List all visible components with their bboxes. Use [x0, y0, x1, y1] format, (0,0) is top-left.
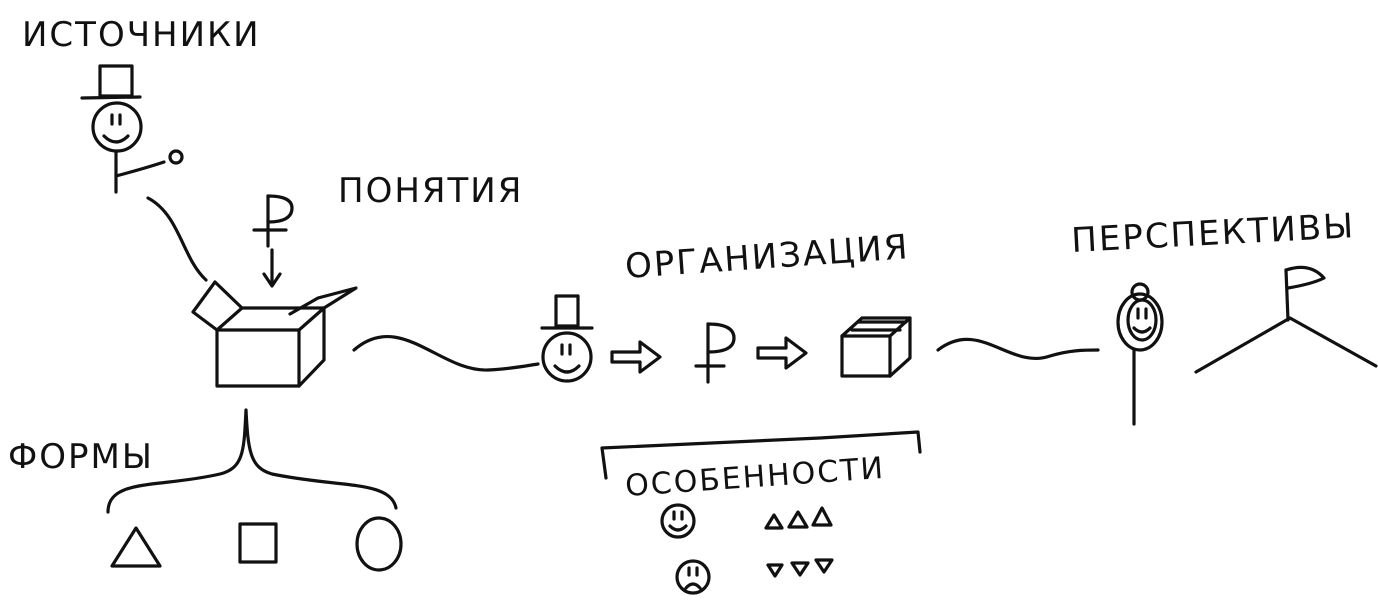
label-perspectives: ПЕРСПЕКТИВЫ [1070, 206, 1356, 261]
closed-box-icon [840, 316, 912, 378]
organization-chain [540, 294, 912, 384]
up-triangle-icon [764, 513, 784, 530]
square-icon [238, 522, 278, 564]
ruble-icon [694, 322, 736, 384]
small-person-hat-icon [540, 294, 594, 383]
label-organization: ОРГАНИЗАЦИЯ [624, 227, 911, 287]
down-triangle-icon [790, 561, 810, 577]
label-concepts: ПОНЯТИЯ [338, 171, 523, 211]
person-top-hat-icon [80, 64, 184, 194]
features-bracket [600, 430, 922, 480]
features-positive-row [660, 503, 833, 539]
arrow-icon [756, 336, 808, 370]
features-negative-row [675, 558, 834, 595]
label-features: ОСОБЕННОСТИ [624, 451, 886, 504]
mountain-flag-icon [1194, 265, 1378, 374]
label-sources: ИСТОЧНИКИ [22, 15, 261, 55]
happy-face-icon [660, 503, 696, 539]
up-triangle-icon [787, 510, 809, 529]
arrow-icon [610, 340, 662, 374]
connector-sources-box [146, 196, 208, 282]
forms-shapes [110, 516, 403, 572]
down-triangle-icon [814, 558, 834, 574]
forms-brace [106, 408, 398, 514]
label-forms: ФОРМЫ [8, 437, 154, 477]
triangle-icon [110, 526, 162, 568]
ruble-icon [252, 194, 294, 288]
sad-face-icon [675, 559, 711, 595]
connector-box-organization [352, 335, 540, 372]
connector-organization-perspectives [936, 337, 1100, 360]
person-side-icon [1116, 282, 1164, 426]
up-triangle-icon [811, 506, 833, 527]
down-triangle-icon [766, 563, 784, 578]
circle-icon [355, 516, 403, 572]
open-box-icon [191, 280, 358, 388]
